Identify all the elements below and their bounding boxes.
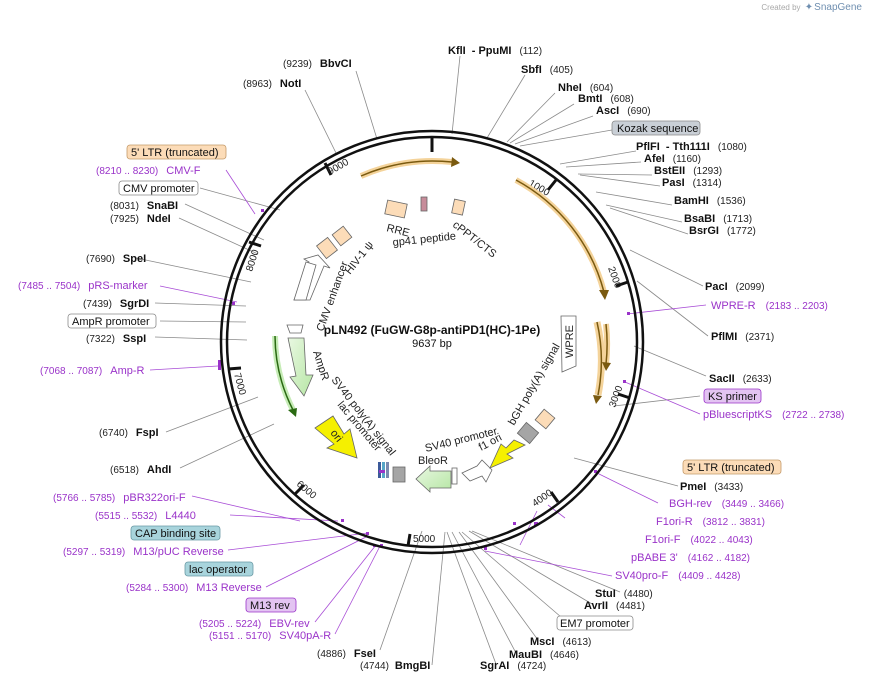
ltr5-right-box: 5' LTR (truncated) [687, 462, 774, 474]
tick-4000: 4000 [530, 487, 555, 509]
snapgene-logo-icon: ✦ [804, 2, 814, 13]
backbone-inner-ring [225, 135, 639, 549]
enzyme-label: (7322)SspI [86, 333, 146, 345]
bgh-label: bGH poly(A) signal [506, 342, 563, 428]
hiv-psi-box2 [331, 225, 353, 247]
enzyme-label: AvrII(4481) [584, 600, 645, 612]
enzyme-label: (8963)NotI [243, 78, 301, 90]
wpre-label: WPRE [564, 325, 576, 358]
cap-binding-box: CAP binding site [135, 528, 216, 540]
lac-operator-box: lac operator [189, 564, 247, 576]
em7-box [451, 467, 458, 485]
kozak-box: Kozak sequence [617, 123, 698, 135]
rre-feature [384, 199, 408, 219]
enzyme-label: BmtI(608) [578, 93, 634, 105]
enzyme-label: (4744)BmgBI [360, 660, 430, 672]
enzyme-label: BsrGI(1772) [689, 225, 756, 237]
ampr-promoter-box: AmpR promoter [72, 316, 150, 328]
enzyme-label: PasI(1314) [662, 177, 722, 189]
enzyme-label: SgrAI(4724) [480, 660, 546, 672]
primer-label: SV40pro-F(4409 .. 4428) [615, 570, 740, 582]
ampr-arrow [287, 337, 314, 397]
primer-label: BGH-rev(3449 .. 3466) [669, 498, 784, 510]
enzyme-label: PmeI(3433) [680, 481, 743, 493]
enzyme-label: SacII(2633) [709, 373, 772, 385]
bleor-label: BleoR [418, 455, 448, 467]
f1-ori-arrow [489, 439, 526, 469]
m13-rev-box: M13 rev [250, 600, 290, 612]
label-leader-lines [135, 55, 709, 666]
primer-label: F1ori-R(3812 .. 3831) [656, 516, 765, 528]
primer-label: (5151 .. 5170)SV40pA-R [209, 630, 331, 642]
enzyme-label: SbfI(405) [521, 64, 573, 76]
gp41-feature [420, 196, 428, 212]
backbone-outer-ring [219, 129, 645, 555]
primer-label: (5297 .. 5319)M13/pUC Reverse [63, 546, 224, 558]
sv40-promoter-arrow [461, 459, 493, 483]
enzyme-label: BamHI(1536) [674, 195, 746, 207]
enzyme-label: (6518)AhdI [110, 464, 171, 476]
enzyme-label: (7439)SgrDI [83, 298, 149, 310]
snapgene-credit: Created by ✦SnapGene [761, 2, 862, 13]
primer-label: pBABE 3'(4162 .. 4182) [631, 552, 750, 564]
credit-prefix: Created by [761, 3, 801, 12]
lac-operator-marks [378, 462, 389, 478]
ampr-label: AmpR [310, 349, 331, 382]
orange-arc-large [514, 177, 607, 293]
credit-brand: SnapGene [814, 2, 862, 13]
enzyme-label: BstEII(1293) [654, 165, 722, 177]
cmv-promoter-box: CMV promoter [123, 183, 195, 195]
plasmid-name: pLN492 (FuGW-G8p-antiPD1(HC)-1Pe) [324, 323, 540, 337]
ori-arrow [314, 415, 358, 459]
enzyme-label: (7925)NdeI [110, 213, 171, 225]
cppt-feature [451, 198, 466, 216]
enzyme-label: AfeI(1160) [644, 153, 701, 165]
cmv-enhancer-body [293, 261, 317, 301]
tick-2000: 2000 [605, 265, 623, 290]
plasmid-length: 9637 bp [412, 338, 452, 350]
enzyme-label: (4886)FseI [317, 648, 376, 660]
enzyme-label: PflMI(2371) [711, 331, 774, 343]
primer-leader-lines [149, 169, 707, 635]
ltr5-top-box: 5' LTR (truncated) [131, 147, 218, 159]
primer-label: WPRE-R(2183 .. 2203) [711, 300, 828, 312]
primer-label: (7068 .. 7087)Amp-R [40, 365, 145, 377]
enzyme-label: NheI(604) [558, 82, 613, 94]
primer-label: (7485 .. 7504)pRS-marker [18, 280, 148, 292]
lac-promoter-box [392, 466, 406, 483]
tick-5000: 5000 [413, 534, 436, 545]
primer-label: pBluescriptKS(2722 .. 2738) [703, 409, 844, 421]
enzyme-label: KflI- PpuMI(112) [448, 45, 542, 57]
enzyme-label: (8031)SnaBI [110, 200, 178, 212]
em7-promoter-box: EM7 promoter [560, 618, 630, 630]
primer-label: (5766 .. 5785)pBR322ori-F [53, 492, 186, 504]
enzyme-label: PacI(2099) [705, 281, 765, 293]
wpre-arrow [560, 315, 577, 373]
enzyme-label: (9239)BbvCI [283, 58, 352, 70]
ks-primer-box: KS primer [708, 391, 757, 403]
bgh-feature [516, 421, 540, 445]
enzyme-label: MauBI(4646) [509, 649, 579, 661]
bgh-feature2 [534, 408, 556, 430]
rre-label: RRE [385, 222, 410, 239]
enzyme-label: StuI(4480) [595, 588, 653, 600]
enzyme-label: (7690)SpeI [86, 253, 146, 265]
primer-label: (5515 .. 5532)L4440 [95, 510, 196, 522]
enzyme-label: PflFI- Tth111I(1080) [636, 141, 747, 153]
primer-label: F1ori-F(4022 .. 4043) [645, 534, 753, 546]
cppt-label: cPPT/CTS [450, 219, 498, 260]
enzyme-label: AscI(690) [596, 105, 651, 117]
enzyme-label: (6740)FspI [99, 427, 159, 439]
bleor-arrow [415, 465, 452, 493]
enzyme-label: BsaBI(1713) [684, 213, 752, 225]
primer-label: (5284 .. 5300)M13 Reverse [126, 582, 262, 594]
enzyme-label: MscI(4613) [530, 636, 591, 648]
primer-label: (5205 .. 5224)EBV-rev [199, 618, 310, 630]
ori-label: ori [328, 427, 345, 444]
hiv-psi-box1 [315, 236, 339, 260]
small-white-arrow-left [286, 324, 304, 334]
tick-9000: 9000 [326, 157, 351, 178]
primer-label: (8210 .. 8230)CMV-F [96, 165, 201, 177]
